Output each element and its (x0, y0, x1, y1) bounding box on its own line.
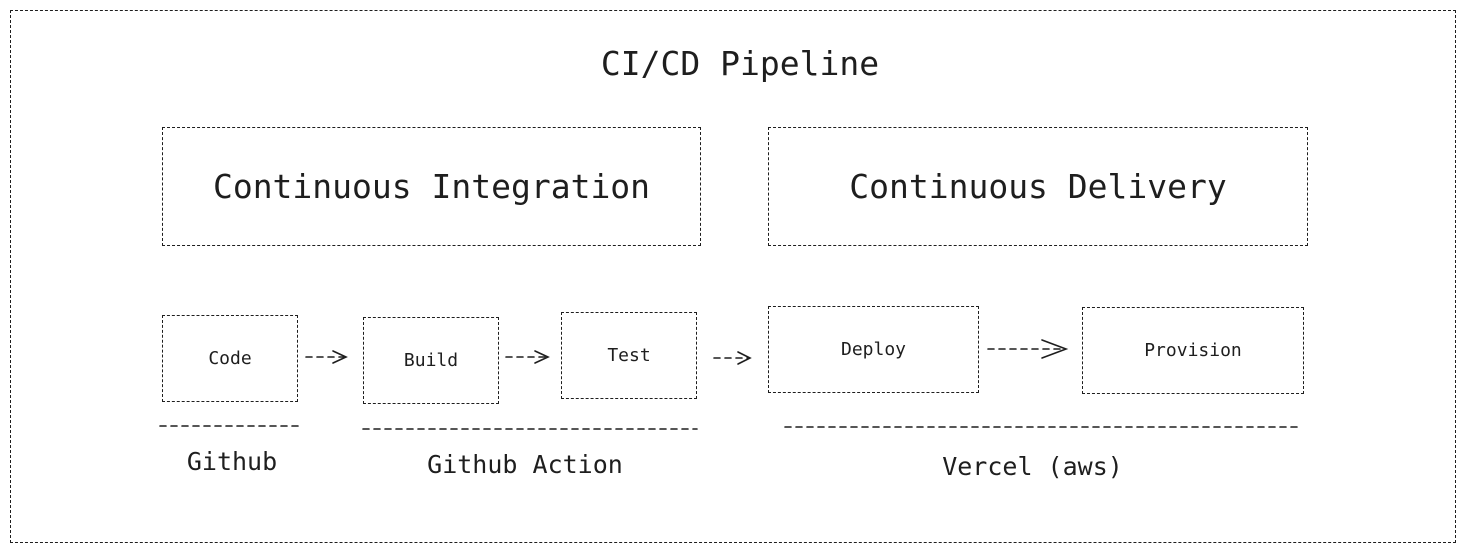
github-action-group-label: Github Action (427, 449, 623, 479)
deploy-step-label: Deploy (840, 339, 907, 360)
test-step-box: Test (561, 312, 697, 399)
build-step-label: Build (403, 350, 459, 371)
continuous-integration-label: Continuous Integration (212, 167, 651, 206)
continuous-delivery-label: Continuous Delivery (849, 167, 1227, 206)
build-step-box: Build (363, 317, 499, 404)
code-step-label: Code (208, 348, 252, 369)
provision-step-label: Provision (1144, 340, 1242, 361)
vercel-group-label: Vercel (aws) (942, 451, 1123, 481)
github-group-label: Github (186, 446, 278, 476)
deploy-step-box: Deploy (768, 306, 979, 393)
provision-step-box: Provision (1082, 307, 1304, 394)
test-step-label: Test (607, 345, 651, 366)
continuous-integration-box: Continuous Integration (162, 127, 701, 246)
diagram-title: CI/CD Pipeline (600, 43, 880, 83)
code-step-box: Code (162, 315, 298, 402)
continuous-delivery-box: Continuous Delivery (768, 127, 1308, 246)
pipeline-frame (10, 10, 1456, 543)
